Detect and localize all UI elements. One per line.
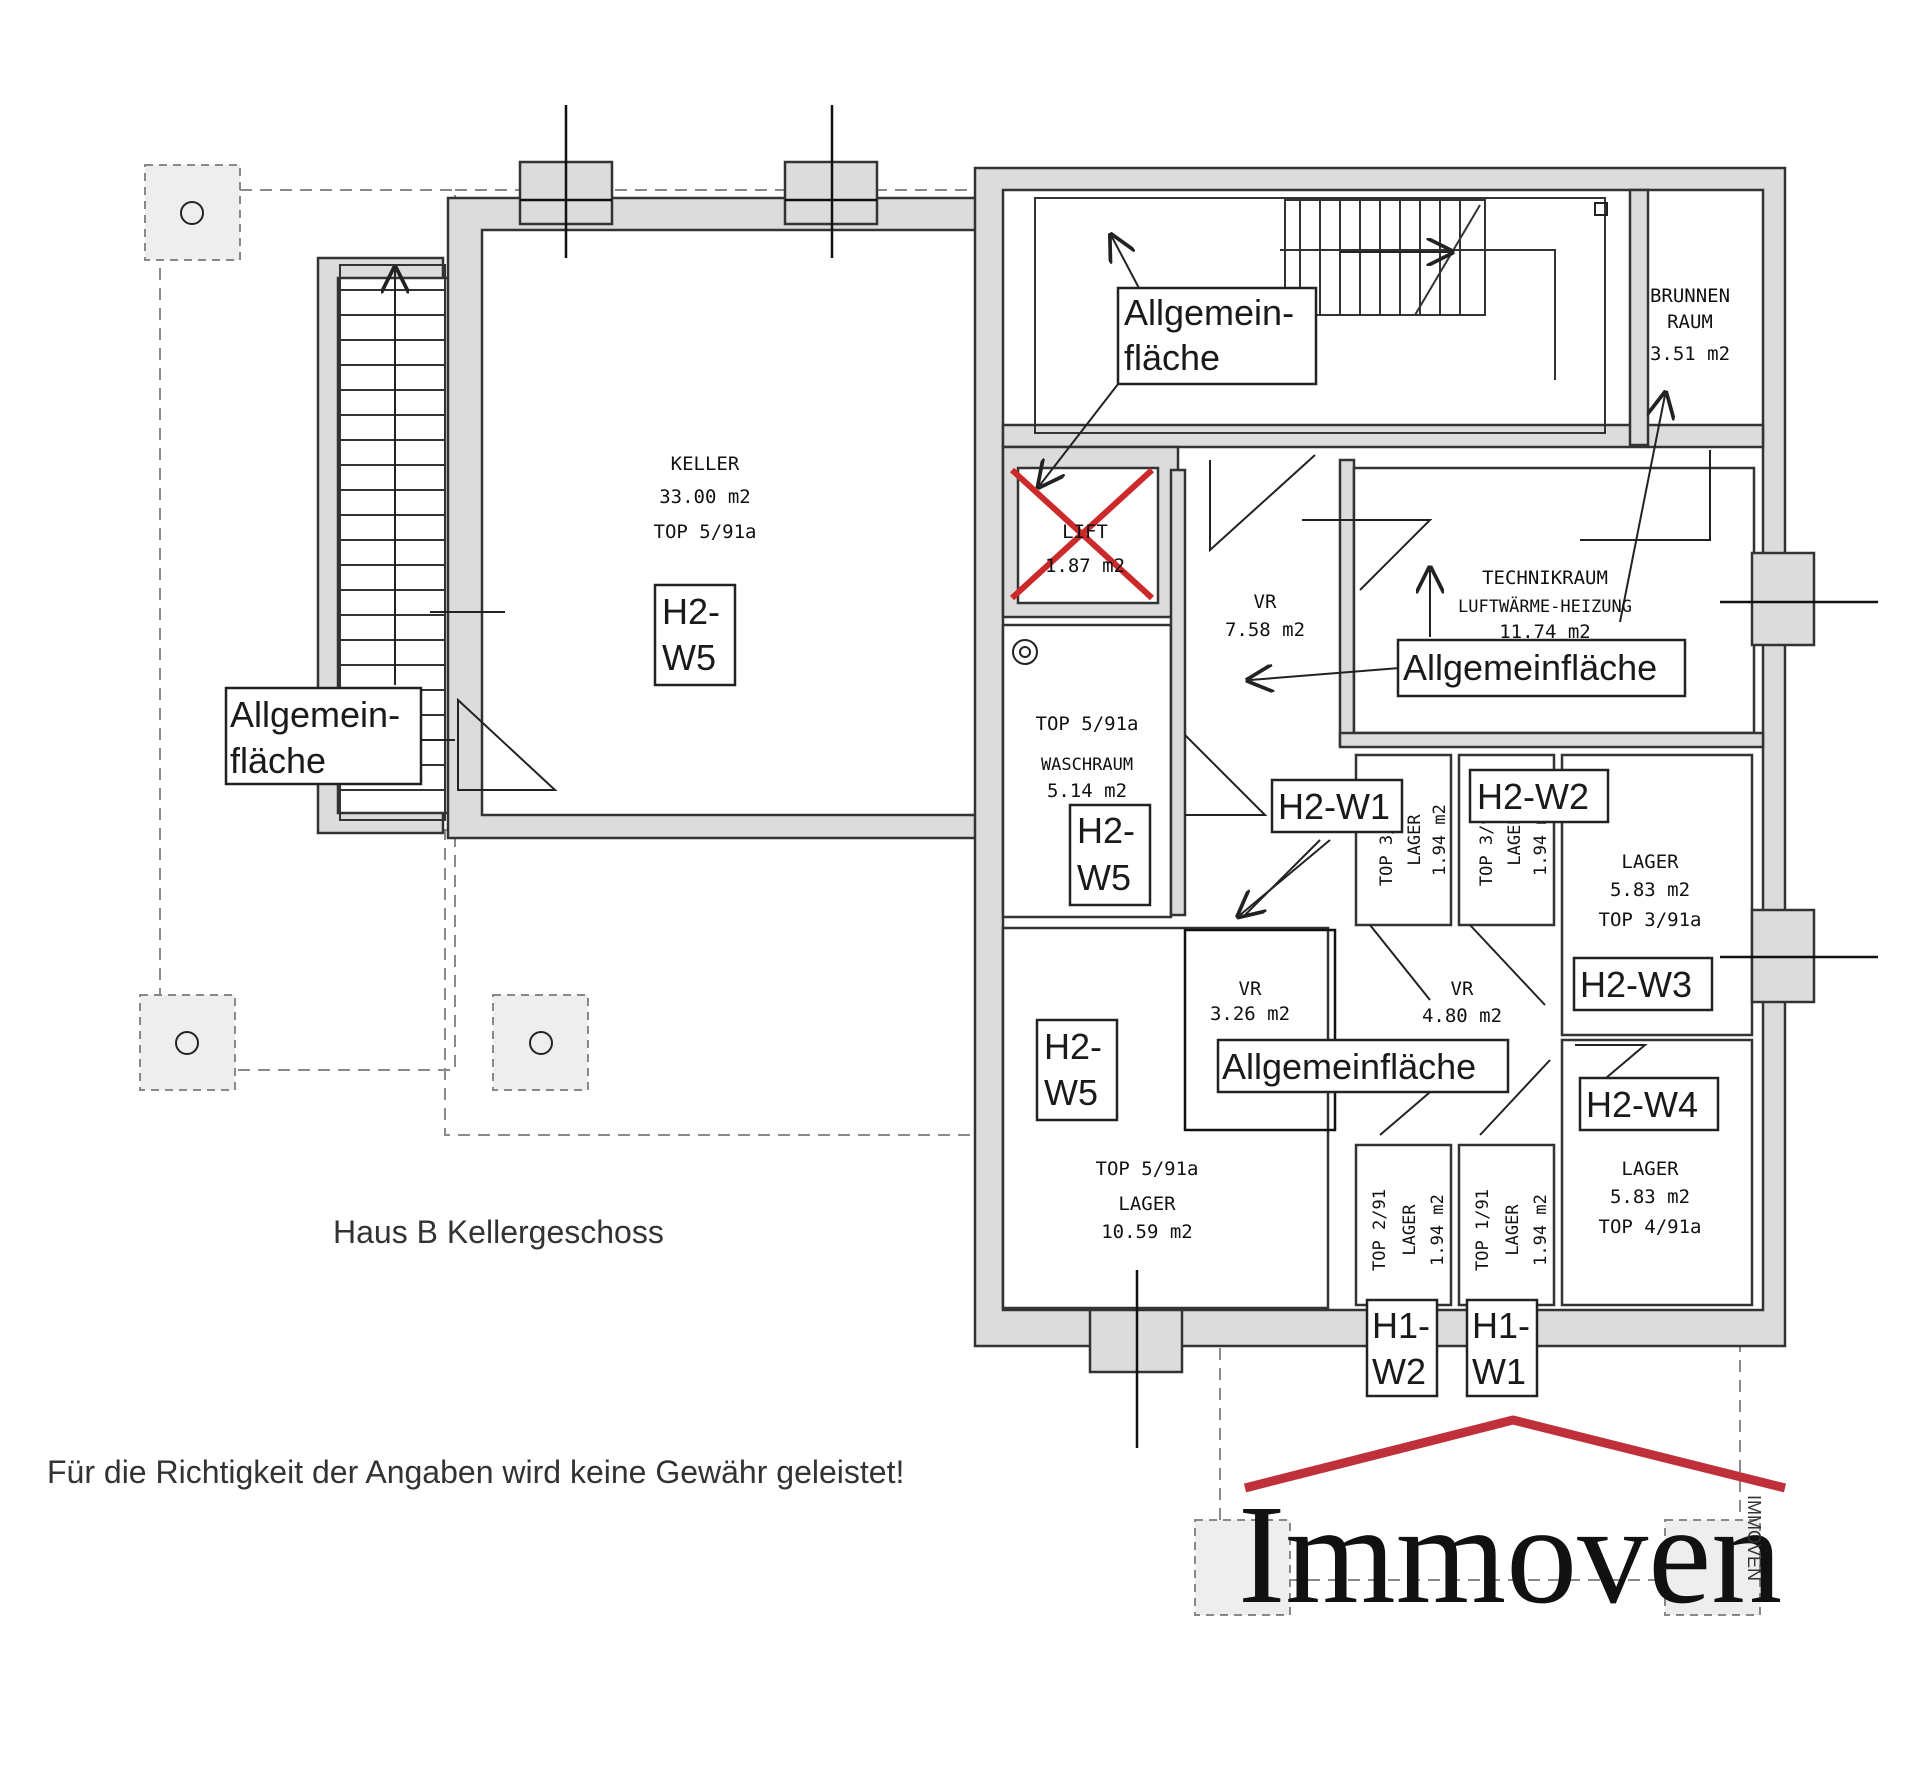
svg-text:W5: W5 — [1077, 857, 1131, 898]
keller-name: KELLER — [671, 453, 740, 475]
svg-text:W5: W5 — [662, 637, 716, 678]
immoven-logo: Immoven IMMOVEN — [1238, 1415, 1787, 1633]
svg-text:W2: W2 — [1372, 1351, 1426, 1392]
vr2-area: 3.26 m2 — [1210, 1003, 1290, 1025]
tag-h2w3: H2-W3 — [1572, 956, 1714, 1012]
lager-top4-top: TOP 4/91a — [1599, 1216, 1702, 1238]
lager-top3-name: LAGER — [1621, 851, 1679, 873]
lager-top3-top: TOP 3/91a — [1599, 909, 1702, 931]
leader-arrows — [420, 237, 1665, 915]
technik-name2: LUFTWÄRME-HEIZUNG — [1458, 596, 1632, 617]
keller-area: 33.00 m2 — [659, 486, 751, 508]
brunnen-name2: RAUM — [1667, 311, 1713, 333]
brunnen-name1: BRUNNEN — [1650, 285, 1730, 307]
small-lower-2-area: 1.94 m2 — [1531, 1194, 1551, 1266]
vr3-name: VR — [1451, 978, 1474, 1000]
tag-h2w2: H2-W2 — [1468, 768, 1610, 824]
svg-text:W1: W1 — [1472, 1351, 1526, 1392]
brunnen-area: 3.51 m2 — [1650, 343, 1730, 365]
lift-name: LIFT — [1062, 521, 1108, 543]
disclaimer: Für die Richtigkeit der Angaben wird kei… — [47, 1454, 904, 1490]
small-upper-1-area: 1.94 m2 — [1430, 804, 1450, 876]
svg-text:H1-: H1- — [1372, 1305, 1430, 1346]
lager-top4-area: 5.83 m2 — [1610, 1186, 1690, 1208]
tag-h2w4: H2-W4 — [1578, 1076, 1720, 1132]
small-lower-1-area: 1.94 m2 — [1428, 1194, 1448, 1266]
svg-text:H1-: H1- — [1472, 1305, 1530, 1346]
keller-top: TOP 5/91a — [654, 521, 757, 543]
svg-text:H2-W2: H2-W2 — [1477, 776, 1589, 817]
vr2-name: VR — [1239, 978, 1262, 1000]
svg-text:H2-: H2- — [1044, 1026, 1102, 1067]
svg-text:H2-W1: H2-W1 — [1278, 786, 1390, 827]
lager-top5-name: LAGER — [1118, 1193, 1176, 1215]
svg-text:Allgemein-: Allgemein- — [230, 694, 400, 735]
window-marks — [518, 105, 1878, 1448]
vr1-area: 7.58 m2 — [1225, 619, 1305, 641]
svg-text:H2-W4: H2-W4 — [1586, 1084, 1698, 1125]
svg-text:Allgemeinfläche: Allgemeinfläche — [1222, 1046, 1476, 1087]
vr3-area: 4.80 m2 — [1422, 1005, 1502, 1027]
small-lower-2-name: LAGER — [1503, 1204, 1523, 1256]
small-upper-2-name: LAGER — [1505, 814, 1525, 866]
tag-h2w5-wasch: H2- W5 — [1068, 803, 1152, 907]
svg-text:W5: W5 — [1044, 1072, 1098, 1113]
logo-text: Immoven — [1238, 1475, 1782, 1633]
wasch-top: TOP 5/91a — [1036, 713, 1139, 735]
svg-text:fläche: fläche — [1124, 337, 1220, 378]
lager-top5-area: 10.59 m2 — [1101, 1221, 1193, 1243]
technik-name1: TECHNIKRAUM — [1482, 567, 1608, 589]
svg-text:H2-: H2- — [662, 591, 720, 632]
tag-allgemein-technik: Allgemeinfläche — [1396, 638, 1687, 698]
logo-side-text: IMMOVEN — [1744, 1495, 1764, 1581]
tag-h2w1: H2-W1 — [1270, 778, 1404, 834]
small-lower-2-top: TOP 1/91 — [1473, 1189, 1493, 1271]
wasch-name: WASCHRAUM — [1041, 755, 1133, 775]
tag-h1w1: H1- W1 — [1465, 1298, 1539, 1398]
lift-area: 1.87 m2 — [1045, 555, 1125, 577]
plan-title: Haus B Kellergeschoss — [333, 1214, 664, 1250]
tag-allgemein-middle: Allgemeinfläche — [1216, 1038, 1510, 1094]
small-lower-1-top: TOP 2/91 — [1370, 1189, 1390, 1271]
room-texts: KELLER 33.00 m2 TOP 5/91a BRUNNEN RAUM 3… — [654, 285, 1731, 1271]
svg-text:Allgemein-: Allgemein- — [1124, 292, 1294, 333]
tag-h2w5-keller: H2- W5 — [653, 583, 737, 687]
vr1-name: VR — [1254, 591, 1277, 613]
svg-text:H2-W3: H2-W3 — [1580, 964, 1692, 1005]
small-upper-1-name: LAGER — [1405, 814, 1425, 866]
svg-text:fläche: fläche — [230, 740, 326, 781]
technik-area: 11.74 m2 — [1499, 621, 1591, 643]
lager-top5-top: TOP 5/91a — [1096, 1158, 1199, 1180]
svg-text:Allgemeinfläche: Allgemeinfläche — [1403, 647, 1657, 688]
pillars — [139, 164, 1761, 1616]
lager-top4-name: LAGER — [1621, 1158, 1679, 1180]
tag-allgemein-top: Allgemein- fläche — [1116, 286, 1318, 386]
tag-allgemein-left: Allgemein- fläche — [224, 686, 423, 786]
stairs — [339, 197, 1606, 821]
tag-h1w2: H1- W2 — [1365, 1298, 1439, 1398]
wasch-area: 5.14 m2 — [1047, 780, 1127, 802]
door-swings — [457, 202, 1711, 1136]
tag-h2w5-lager: H2- W5 — [1035, 1018, 1119, 1122]
svg-text:H2-: H2- — [1077, 810, 1135, 851]
lager-top3-area: 5.83 m2 — [1610, 879, 1690, 901]
small-lower-1-name: LAGER — [1400, 1204, 1420, 1256]
